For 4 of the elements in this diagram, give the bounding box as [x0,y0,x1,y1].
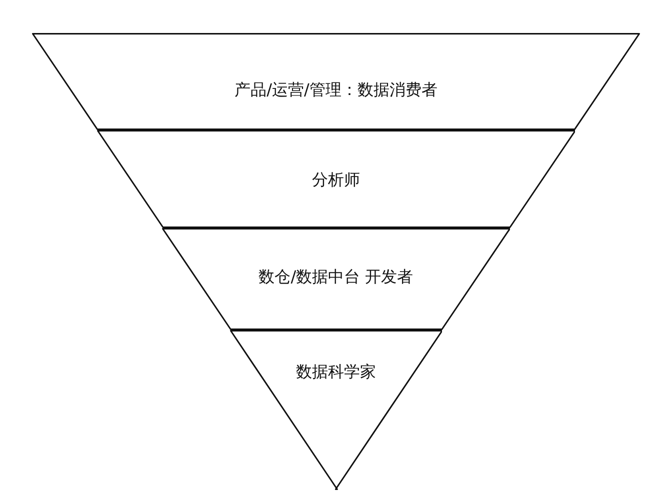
band-label: 数仓/数据中台 开发者 [258,266,414,288]
band-label: 产品/运营/管理：数据消费者 [234,79,438,101]
band-label: 数据科学家 [296,361,376,383]
band-label: 分析师 [312,169,360,191]
